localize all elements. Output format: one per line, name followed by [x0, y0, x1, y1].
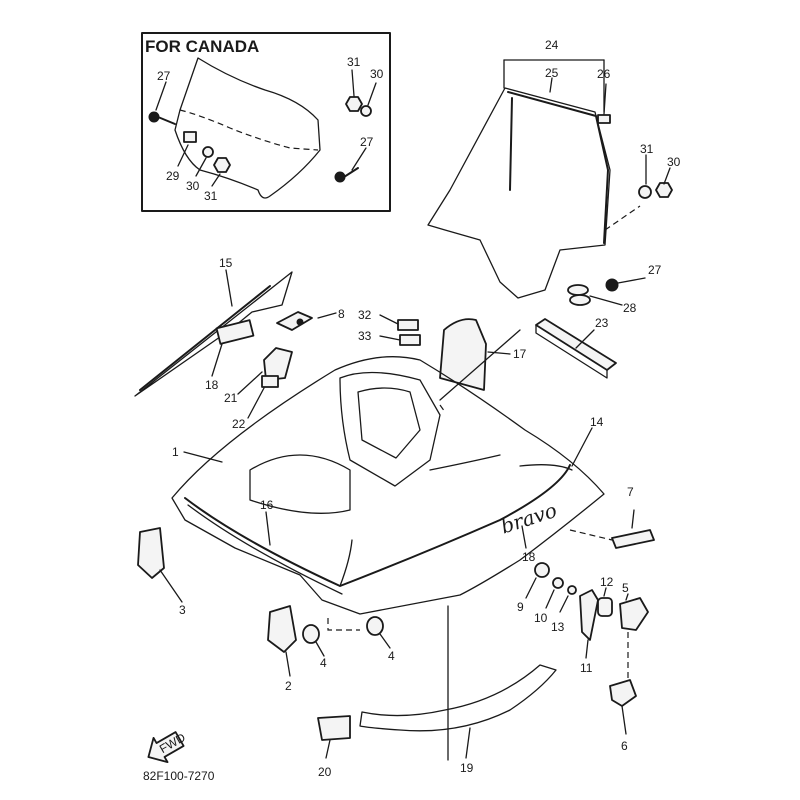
inset-windshield — [174, 57, 321, 199]
washer-30 — [638, 185, 652, 199]
callout-5: 5 — [622, 581, 629, 595]
callout-16: 16 — [260, 498, 274, 512]
cap-20 — [317, 715, 351, 741]
inset-washer-29 — [183, 131, 197, 143]
callout-2: 2 — [285, 679, 292, 693]
callout-15: 15 — [219, 256, 233, 270]
callout-29: 29 — [166, 169, 180, 183]
windshield-molding — [507, 91, 609, 244]
lower-right-parts: 7 9 10 13 11 12 5 6 — [517, 485, 655, 753]
knob-6 — [609, 679, 637, 707]
callout-10: 10 — [534, 611, 548, 625]
callout-13: 13 — [551, 620, 565, 634]
inset-frame — [141, 32, 391, 212]
callout-30-inset-a: 30 — [370, 67, 384, 81]
bottom-parts: 19 20 — [317, 664, 557, 779]
windshield-assembly: 24 25 26 31 30 27 28 — [427, 38, 681, 315]
callout-1: 1 — [172, 445, 179, 459]
windshield — [427, 87, 611, 299]
callout-31-inset-a: 31 — [347, 55, 361, 69]
callout-27-inset-a: 27 — [157, 69, 171, 83]
callout-21: 21 — [224, 391, 238, 405]
lever-11 — [579, 589, 599, 641]
seal-17 — [439, 318, 487, 391]
callout-12: 12 — [600, 575, 614, 589]
callout-32: 32 — [358, 308, 372, 322]
grommet-26 — [597, 114, 611, 124]
pin-7 — [611, 529, 655, 549]
inset-washer-30 — [202, 146, 214, 158]
bar-23 — [535, 318, 617, 371]
clip-22 — [261, 375, 279, 388]
stripe-15 — [134, 271, 293, 397]
upper-small-parts: 8 21 22 32 33 17 23 — [224, 307, 617, 431]
callout-3: 3 — [179, 603, 186, 617]
callout-6: 6 — [621, 739, 628, 753]
nut-31 — [655, 182, 673, 198]
callout-8: 8 — [338, 307, 345, 321]
callout-4b: 4 — [388, 649, 395, 663]
callout-20: 20 — [318, 765, 332, 779]
callout-26: 26 — [597, 67, 611, 81]
callout-11: 11 — [580, 661, 593, 675]
callout-17: 17 — [513, 347, 527, 361]
callout-27: 27 — [648, 263, 662, 277]
callout-23: 23 — [595, 316, 609, 330]
inset-washer-30-top — [360, 105, 372, 117]
inset-bracket-line — [179, 109, 319, 151]
callout-33: 33 — [358, 329, 372, 343]
callout-27-inset-b: 27 — [360, 135, 374, 149]
callout-22: 22 — [232, 417, 246, 431]
clip-13 — [567, 585, 577, 595]
callout-31: 31 — [640, 142, 654, 156]
callout-7: 7 — [627, 485, 634, 499]
stripe-decal: 15 18 — [134, 256, 293, 397]
callout-30: 30 — [667, 155, 681, 169]
callout-25: 25 — [545, 66, 559, 80]
hinge-8 — [276, 311, 313, 331]
emblem-18 — [215, 319, 255, 345]
hood-1 — [171, 356, 605, 615]
callout-30-inset-b: 30 — [186, 179, 200, 193]
callout-18-top: 18 — [205, 378, 219, 392]
spacer-12 — [597, 597, 613, 617]
hinge-2 — [267, 605, 297, 653]
front-arrow: FWD — [147, 730, 188, 764]
washer-28a — [567, 284, 589, 296]
callout-31-inset-b: 31 — [204, 189, 218, 203]
callout-14: 14 — [590, 415, 604, 429]
housing-5 — [619, 597, 649, 631]
washer-28b — [569, 294, 591, 306]
hood-body: bravo 1 14 16 18 — [171, 329, 605, 615]
side-panel-14 — [519, 464, 573, 471]
callout-4a: 4 — [320, 656, 327, 670]
callout-24: 24 — [545, 38, 559, 52]
bumper-4b — [366, 616, 384, 636]
bushing-9 — [534, 562, 550, 578]
callout-18-bottom: 18 — [522, 550, 536, 564]
catalog-code: 82F100-7270 — [143, 769, 215, 783]
hood-opening — [339, 371, 441, 487]
inset-title: FOR CANADA — [145, 37, 259, 56]
bumper-4a — [302, 624, 320, 644]
latch-3 — [137, 527, 165, 579]
callout-28: 28 — [623, 301, 637, 315]
washer-10 — [552, 577, 564, 589]
pad-33 — [399, 334, 421, 346]
lower-left-parts: 3 2 4 4 — [137, 527, 449, 761]
callout-19: 19 — [460, 761, 474, 775]
hood-trim-16 — [184, 464, 571, 587]
trim-19 — [359, 664, 557, 732]
callout-9: 9 — [517, 600, 524, 614]
pad-32 — [397, 319, 419, 331]
inset-nut-31-top — [345, 96, 363, 112]
screw-27 — [605, 278, 619, 292]
canada-inset: FOR CANADA 27 31 30 27 29 30 31 — [141, 32, 391, 212]
inset-nut-31 — [213, 157, 231, 173]
